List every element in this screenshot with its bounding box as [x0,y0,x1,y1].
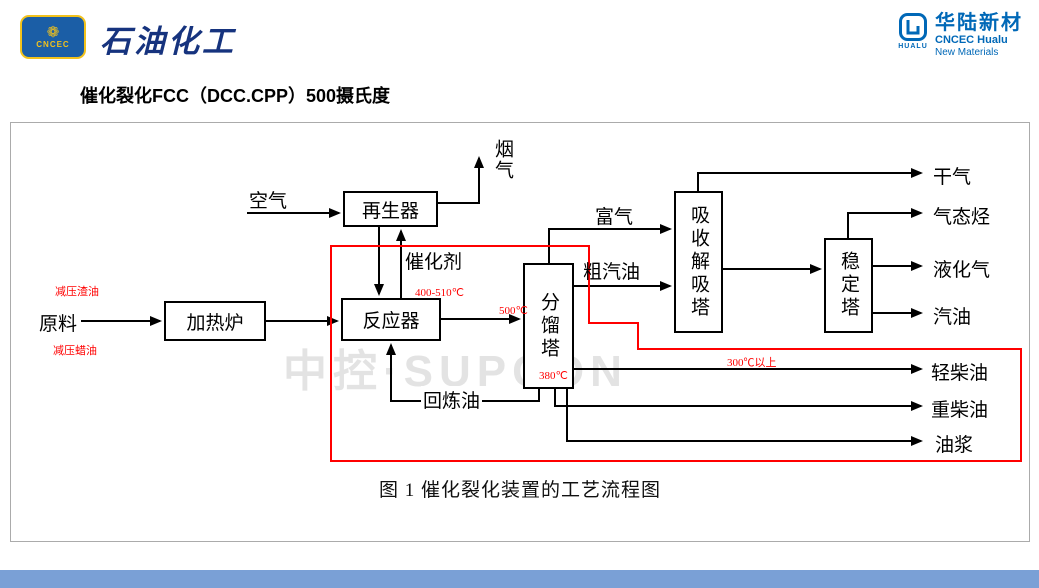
hualu-logo: HUALU 华陆新材 CNCEC Hualu New Materials [898,12,1023,59]
line-gaseous-hydrocarbon [847,208,923,238]
cncec-wordmark: CNCEC [36,39,70,49]
label-light-diesel: 轻柴油 [931,363,989,384]
cncec-emblem-icon: ❁ [46,23,60,41]
figure-caption: 图 1 催化裂化装置的工艺流程图 [378,480,661,501]
box-reactor-label: 反应器 [362,311,420,332]
box-fractionator-label: 分馏塔 [538,291,559,361]
box-stabilizer: 稳定塔 [824,238,873,333]
line-dry-gas [697,168,923,191]
label-gaseous-hydrocarbon: 气态烃 [933,207,991,228]
hualu-icon [899,13,927,41]
line-regenerator-to-flue-gas [438,156,484,204]
box-absorber: 吸收解吸塔 [674,191,723,333]
box-absorber-label: 吸收解吸塔 [688,204,709,320]
label-catalyst: 催化剂 [405,252,463,273]
footer-bar [0,570,1039,588]
hualu-mark: HUALU [898,12,928,50]
flow-lines [81,156,1022,462]
label-rich-gas: 富气 [595,207,634,228]
process-diagram: 中控·SUPCON 加热炉 反应器 再生器 分馏塔 吸收解吸塔 稳定塔 原料 空… [10,122,1030,542]
box-regenerator-label: 再生器 [361,200,419,222]
page-title: 催化裂化FCC（DCC.CPP）500摄氏度 [80,86,391,106]
label-crude-gasoline: 粗汽油 [583,262,641,283]
note-diesel-temp: 300℃以上 [727,357,777,369]
brand-title: 石油化工 [100,24,236,59]
label-gasoline: 汽油 [933,307,972,328]
box-regenerator: 再生器 [343,191,438,227]
box-stabilizer-label: 稳定塔 [838,251,859,320]
label-oil-slurry: 油浆 [935,435,974,456]
hualu-subtitle-en: CNCEC Hualu [935,34,1008,46]
line-rich-gas [548,224,672,263]
box-fractionator: 分馏塔 [523,263,574,389]
line-oil-slurry [566,389,923,446]
note-reactor-temp: 400-510℃ [415,287,465,299]
note-outlet-temp: 500℃ [499,305,528,317]
label-lpg: 液化气 [933,260,991,281]
box-furnace-label: 加热炉 [186,312,244,334]
red-highlight-outline [330,245,1022,462]
line-heavy-diesel [554,389,923,411]
box-reactor: 反应器 [341,298,441,341]
label-dry-gas: 干气 [933,167,972,188]
label-recycle-oil: 回炼油 [421,386,483,413]
label-feed: 原料 [39,314,78,335]
note-bottom-temp: 380℃ [539,370,568,382]
label-flue-gas: 烟气 [492,139,513,181]
cncec-logo: ❁ CNCEC [20,15,86,59]
label-heavy-diesel: 重柴油 [931,400,989,421]
hualu-name: 华陆新材 [935,12,1023,34]
box-furnace: 加热炉 [164,301,266,341]
hualu-icon-label: HUALU [898,43,928,50]
note-vacuum-wax-oil: 减压蜡油 [53,345,97,357]
label-air: 空气 [249,191,288,212]
hualu-text: 华陆新材 CNCEC Hualu New Materials [935,12,1023,59]
note-vacuum-residue: 减压渣油 [55,286,99,298]
hualu-subtitle-en2: New Materials [935,47,999,58]
